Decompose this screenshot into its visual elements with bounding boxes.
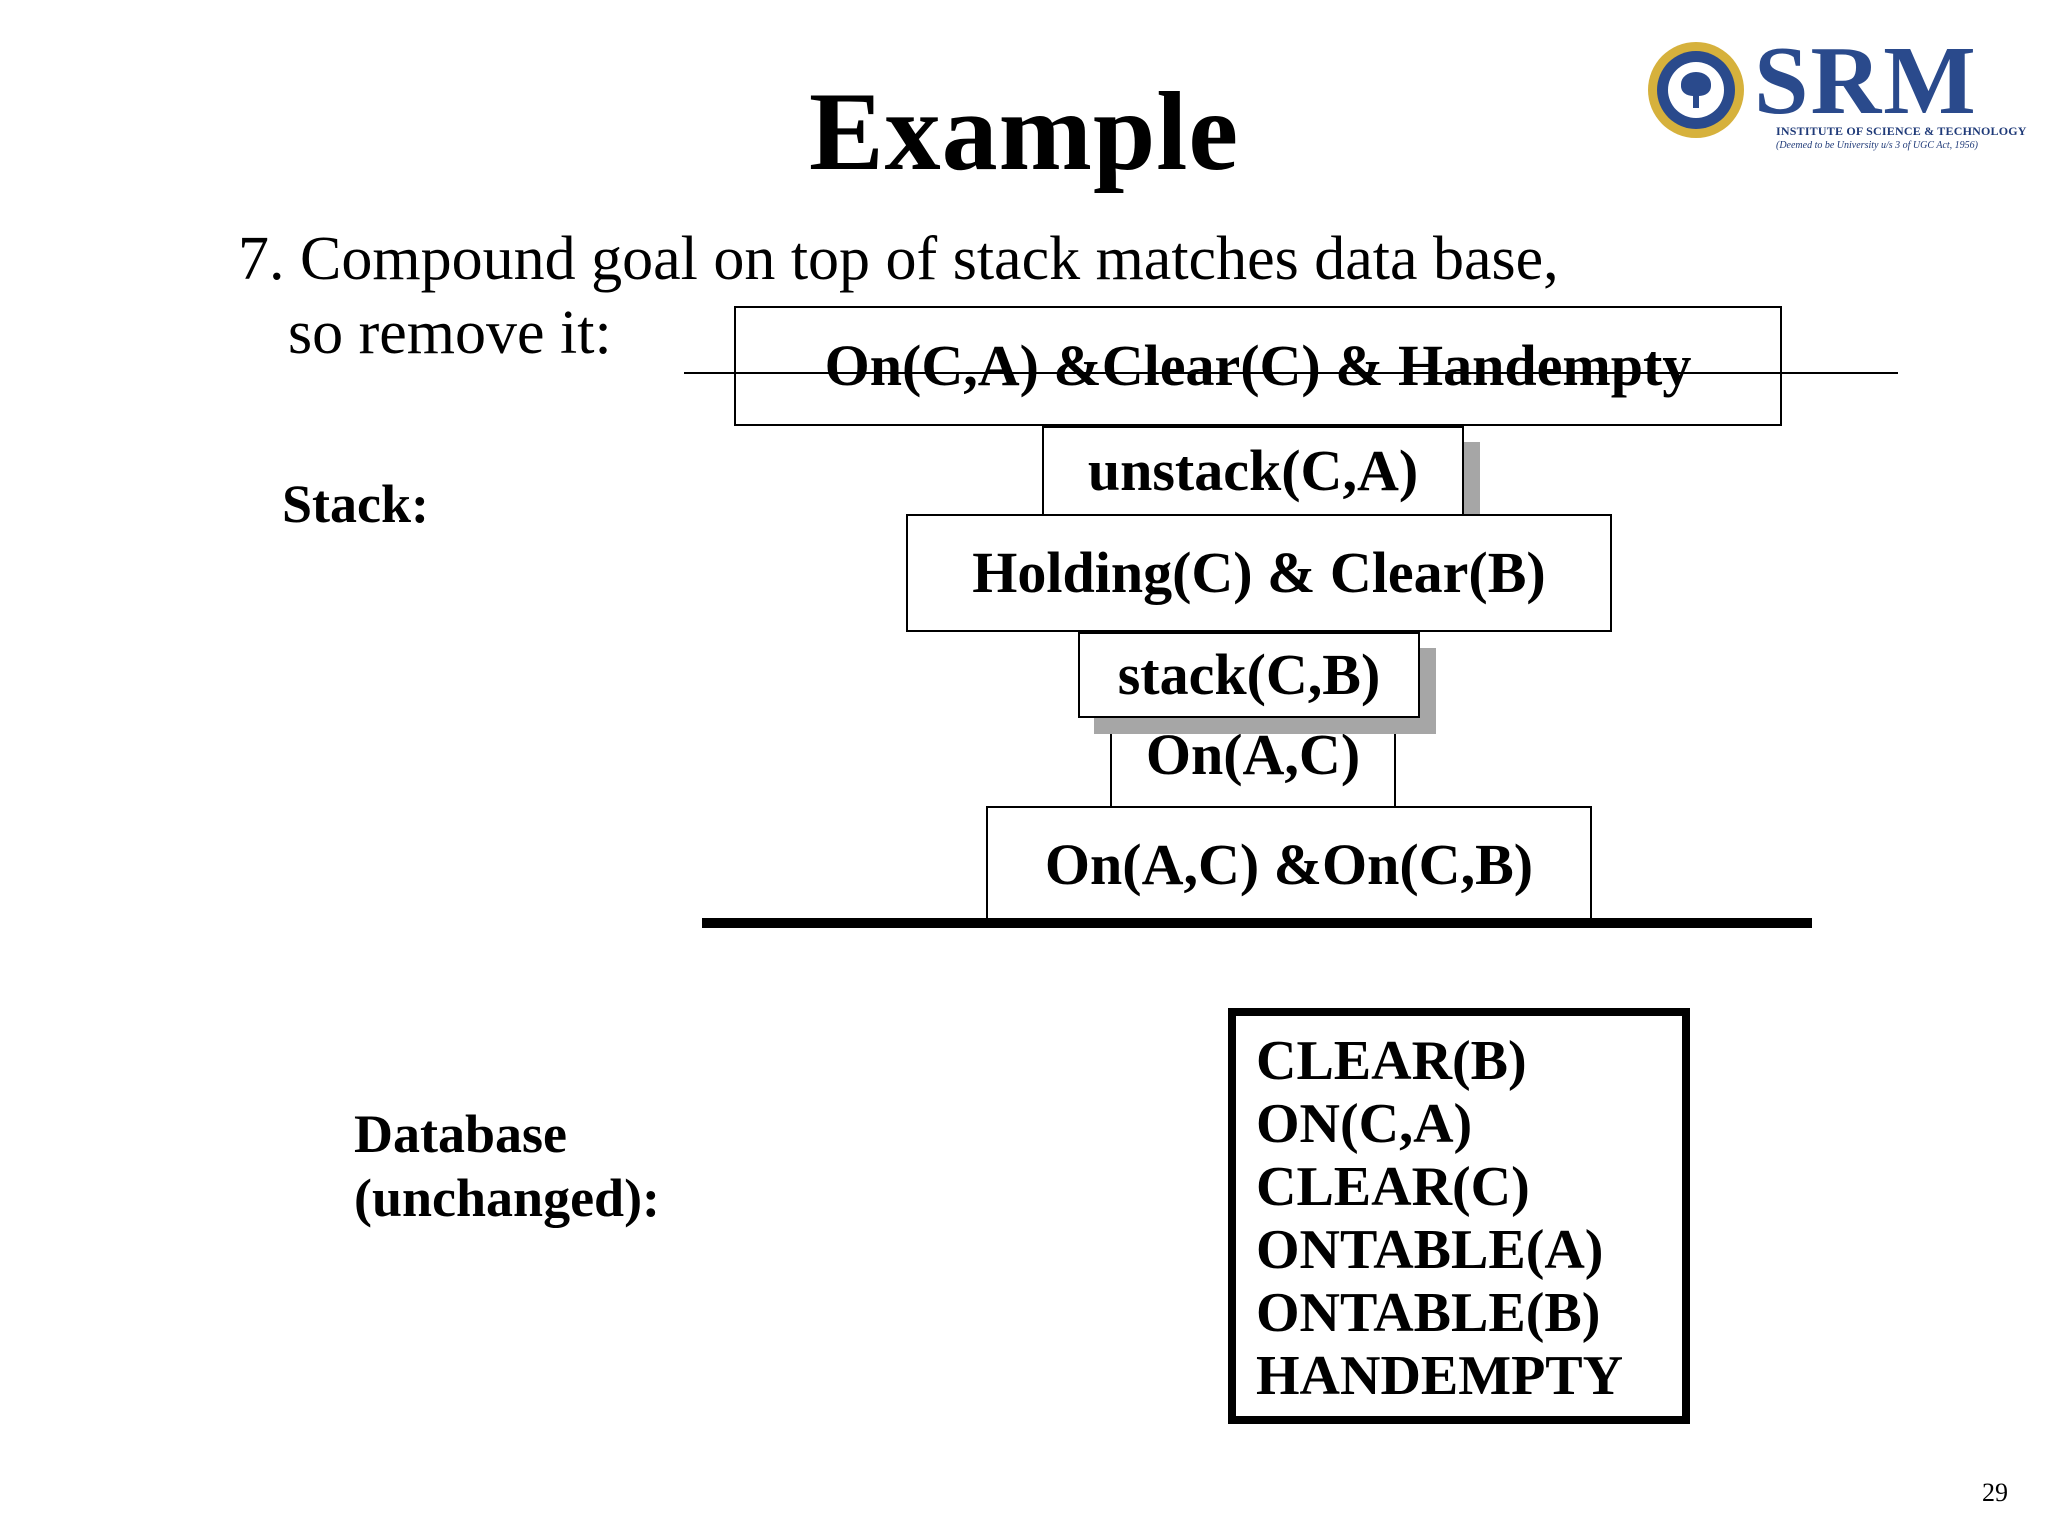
seal-icon <box>1648 42 1744 138</box>
slide-title: Example <box>808 70 1240 194</box>
stack-item-label: Holding(C) & Clear(B) <box>972 540 1546 605</box>
stack-item-holding-clear: Holding(C) & Clear(B) <box>906 514 1612 632</box>
database-item: CLEAR(C) <box>1256 1156 1530 1218</box>
stack-item-label: On(C,A) &Clear(C) & Handempty <box>824 333 1692 398</box>
stack-item-final-goal: On(A,C) &On(C,B) <box>986 806 1592 924</box>
stack-item-label: On(A,C) &On(C,B) <box>1044 832 1534 897</box>
strikethrough-line <box>684 372 1898 374</box>
step-line-2: so remove it: <box>288 299 612 368</box>
stack-item-label: On(A,C) <box>1145 722 1361 787</box>
logo-tagline: (Deemed to be University u/s 3 of UGC Ac… <box>1776 140 1978 151</box>
database-item: ON(C,A) <box>1256 1093 1473 1155</box>
step-description: 7. Compound goal on top of stack matches… <box>238 222 1559 371</box>
database-item: HANDEMPTY <box>1256 1345 1624 1407</box>
stack-label: Stack: <box>282 474 429 534</box>
stack-item-stack-c-b: stack(C,B) <box>1078 632 1420 718</box>
stack-item-compound-goal: On(C,A) &Clear(C) & Handempty <box>734 306 1782 426</box>
logo-wordmark: SRM <box>1754 27 1978 135</box>
stack-item-label: unstack(C,A) <box>1087 438 1419 503</box>
database-box: CLEAR(B) ON(C,A) CLEAR(C) ONTABLE(A) ONT… <box>1228 1008 1690 1424</box>
step-line-1: 7. Compound goal on top of stack matches… <box>238 225 1559 293</box>
database-label-line-2: (unchanged): <box>354 1168 661 1228</box>
srm-logo: SRM INSTITUTE OF SCIENCE & TECHNOLOGY (D… <box>1648 32 2038 152</box>
database-item: ONTABLE(B) <box>1256 1282 1601 1344</box>
database-item: ONTABLE(A) <box>1256 1219 1604 1281</box>
stack-item-label: stack(C,B) <box>1117 642 1381 707</box>
database-label-line-1: Database <box>354 1104 567 1164</box>
database-label: Database (unchanged): <box>354 1102 660 1230</box>
logo-subtitle: INSTITUTE OF SCIENCE & TECHNOLOGY <box>1776 124 2027 138</box>
stack-item-on-a-c: On(A,C) <box>1110 718 1396 808</box>
page-number: 29 <box>1982 1478 2008 1507</box>
stack-base-line <box>702 918 1812 928</box>
database-item: CLEAR(B) <box>1256 1030 1527 1092</box>
stack-item-unstack: unstack(C,A) <box>1042 426 1464 516</box>
